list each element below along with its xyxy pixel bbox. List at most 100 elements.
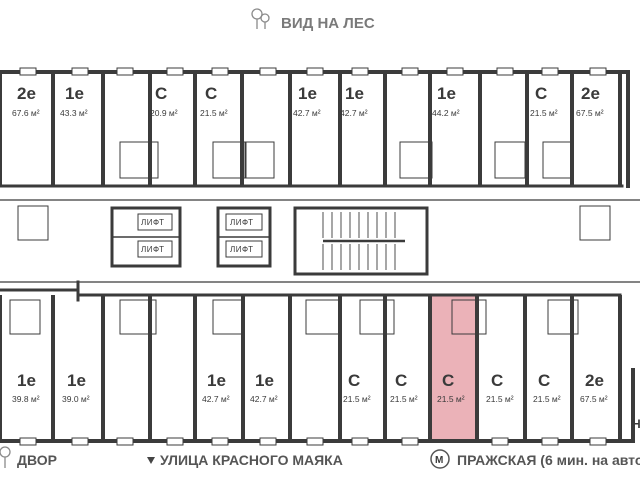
bathroom-11 (547, 299, 579, 335)
stairwell (293, 206, 429, 276)
apartment-area: 67.5 м² (580, 394, 608, 404)
apartment-type: С (205, 84, 217, 103)
bathroom-5 (542, 141, 572, 179)
bottom-apartment-10[interactable]: 2е 67.5 м² (580, 371, 608, 404)
apartment-area: 21.5 м² (533, 394, 561, 404)
apartment-type: 1е (207, 371, 226, 390)
window-top-6 (306, 67, 324, 76)
apartment-area: 21.5 м² (437, 394, 465, 404)
bottom-apartment-5[interactable]: С21.5 м² (343, 371, 371, 404)
apartment-area: 21.5 м² (200, 108, 228, 118)
bathroom-3 (399, 141, 433, 179)
apartment-area: 42.7 м² (250, 394, 278, 404)
apartment-type: 1е (345, 84, 364, 103)
bottom-apartment-4[interactable]: 1е 42.7 м² (250, 371, 278, 404)
apartment-area: 42.7 м² (340, 108, 368, 118)
window-bottom-4 (211, 437, 229, 446)
bathroom-13 (17, 205, 49, 241)
window-top-11 (541, 67, 559, 76)
window-top-12 (589, 67, 607, 76)
apartment-area: 39.0 м² (62, 394, 90, 404)
selected-apartment-highlight[interactable] (431, 295, 475, 441)
top-apartment-4[interactable]: С 21.5 м² (200, 84, 228, 118)
elevator-label-2: ЛИФТ (141, 245, 165, 254)
bottom-apartment-2[interactable]: 1е 39.0 м² (62, 371, 90, 404)
top-apartment-2[interactable]: 1е 43.3 м² (60, 84, 88, 118)
top-apartment-6[interactable]: 1е 42.7 м² (340, 84, 368, 118)
tree-icon (251, 8, 270, 29)
window-bottom-9 (491, 437, 509, 446)
window-bottom-11 (589, 437, 607, 446)
window-bottom-10 (541, 437, 559, 446)
window-top-7 (351, 67, 369, 76)
apartment-type: 2е (585, 371, 604, 390)
apartment-area: 21.5 м² (390, 394, 418, 404)
apartment-type: 1е (17, 371, 36, 390)
bottom-apartment-3[interactable]: 1е 42.7 м² (202, 371, 230, 404)
elevator-core (110, 206, 429, 276)
bottom-apartment-8[interactable]: С21.5 м² (486, 371, 514, 404)
elevator-label-4: ЛИФТ (230, 245, 254, 254)
elevator-1 (137, 213, 173, 231)
bathroom-2 (245, 141, 275, 179)
metro-icon: M (430, 449, 450, 469)
apartment-type: 2е (581, 84, 600, 103)
bottom-apartment-6[interactable]: С21.5 м² (390, 371, 418, 404)
window-bottom-1 (71, 437, 89, 446)
window-top-5 (259, 67, 277, 76)
window-top-4 (211, 67, 229, 76)
bathroom-1 (212, 141, 246, 179)
elevator-2 (137, 240, 173, 258)
apartment-type: 1е (65, 84, 84, 103)
window-bottom-5 (259, 437, 277, 446)
bathroom-14 (579, 205, 611, 241)
window-bottom-0 (19, 437, 37, 446)
bathroom-9 (359, 299, 395, 335)
apartment-area: 67.6 м² (12, 108, 40, 118)
apartment-area: 43.3 м² (60, 108, 88, 118)
window-top-8 (401, 67, 419, 76)
top-apartment-8[interactable]: С21.5 м² (530, 84, 558, 118)
apartment-area: 20.9 м² (150, 108, 178, 118)
window-top-0 (19, 67, 37, 76)
window-bottom-8 (401, 437, 419, 446)
window-top-3 (166, 67, 184, 76)
view-label: ВИД НА ЛЕС (281, 15, 375, 32)
bottom-apartment-7[interactable]: С 21.5 м² (437, 371, 465, 404)
apartment-type: С (348, 371, 360, 390)
window-bottom-6 (306, 437, 324, 446)
bathroom-6 (119, 299, 157, 335)
apartment-type: 1е (255, 371, 274, 390)
apartment-area: 21.5 м² (530, 108, 558, 118)
elevator-3 (225, 213, 263, 231)
apartment-area: 44.2 м² (432, 108, 460, 118)
corner-letter: Н (632, 417, 640, 431)
top-apartment-3[interactable]: С 20.9 м² (150, 84, 178, 118)
street-label: УЛИЦА КРАСНОГО МАЯКА (160, 452, 343, 468)
apartment-type: С (155, 84, 167, 103)
apartment-type: С (442, 371, 454, 390)
window-bottom-3 (166, 437, 184, 446)
window-bottom-7 (351, 437, 369, 446)
bottom-apartment-1[interactable]: 1е 39.8 м² (12, 371, 40, 404)
apartment-area: 21.5 м² (486, 394, 514, 404)
bottom-apartment-9[interactable]: С21.5 м² (533, 371, 561, 404)
apartment-area: 42.7 м² (202, 394, 230, 404)
yard-tree-icon (0, 446, 11, 468)
bathroom-4 (494, 141, 526, 179)
yard-label: ДВОР (17, 452, 57, 468)
window-top-10 (496, 67, 514, 76)
bathroom-10 (451, 299, 487, 335)
apartment-type: 1е (67, 371, 86, 390)
elevator-label-3: ЛИФТ (230, 218, 254, 227)
bathroom-0 (119, 141, 159, 179)
apartment-area: 39.8 м² (12, 394, 40, 404)
bathroom-8 (305, 299, 341, 335)
svg-text:M: M (435, 455, 443, 466)
window-bottom-2 (116, 437, 134, 446)
